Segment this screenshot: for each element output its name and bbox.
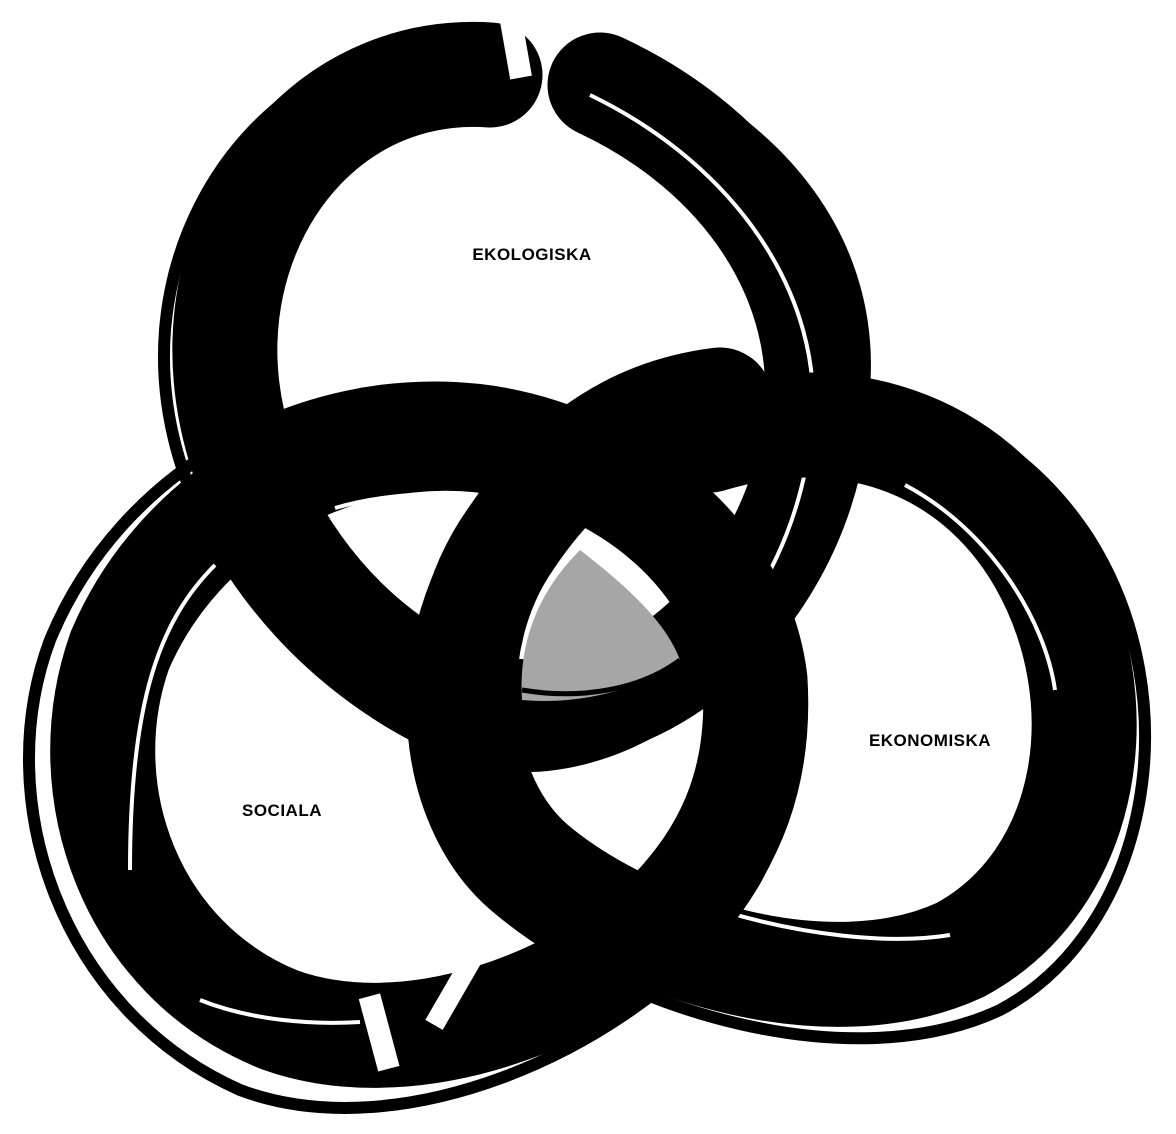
label-ekologiska: EKOLOGISKA — [472, 245, 591, 264]
label-ekonomiska: EKONOMISKA — [869, 731, 991, 750]
label-sociala: SOCIALA — [242, 801, 322, 820]
